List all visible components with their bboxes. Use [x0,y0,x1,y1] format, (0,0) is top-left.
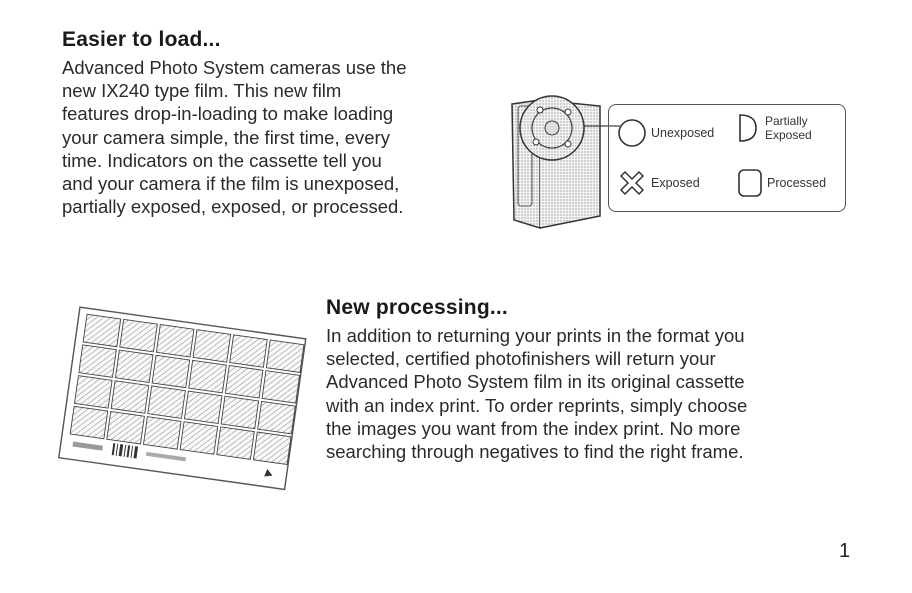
page-number: 1 [839,540,851,562]
index-thumbnail [106,410,145,445]
body-line: searching through negatives to find the … [326,441,744,463]
index-thumbnail [151,354,191,389]
index-thumbnail [188,359,227,394]
cassette-indicator-legend: Unexposed Partially Exposed Exposed Proc… [608,104,846,212]
body-line: In addition to returning your prints in … [326,325,745,346]
circle-icon [618,119,646,147]
legend-exposed: Exposed [617,168,700,198]
square-icon [738,169,762,197]
index-thumbnail [265,339,305,373]
index-print-illustration [58,306,307,491]
camera-cassette-illustration [511,95,620,230]
index-thumbnail [229,334,268,368]
half-circle-icon [739,114,757,142]
index-thumbnail [73,375,113,409]
legend-label-line: Partially [765,114,808,128]
index-thumbnail [142,416,182,450]
index-thumbnail [252,431,292,466]
legend-unexposed: Unexposed [617,118,714,148]
legend-processed: Processed [737,168,826,198]
body-line: Advanced Photo System film in its origin… [326,371,745,393]
legend-partially-exposed: Partially Exposed [737,113,812,143]
body-line: Advanced Photo System cameras use the [62,57,407,78]
index-thumbnail [147,385,186,419]
legend-label-partially-exposed: Partially Exposed [765,114,812,142]
section-body-new-processing: In addition to returning your prints in … [326,324,866,463]
section-body-easier-to-load: Advanced Photo System cameras use the ne… [62,56,492,218]
index-thumbnail [155,324,195,358]
index-thumbnail [261,370,301,404]
barcode-icon [111,443,139,459]
body-line: new IX240 type film. This new film [62,80,342,102]
index-thumbnail [183,390,223,425]
index-thumbnail [220,395,260,430]
index-thumbnail [82,313,122,348]
index-print-thumbnails [69,313,305,466]
body-line: your camera simple, the first time, ever… [62,126,390,148]
index-thumbnail [114,349,154,384]
body-line: and your camera if the film is unexposed… [62,173,400,195]
legend-label-exposed: Exposed [651,176,700,190]
section-heading-new-processing: New processing... [326,296,508,319]
index-thumbnail [224,365,264,399]
cross-icon [619,170,645,196]
body-line: the images you want from the index print… [326,417,741,439]
index-thumbnail [110,380,150,414]
body-line: features drop-in-loading to make loading [62,103,394,125]
index-thumbnail [257,400,296,435]
body-line: with an index print. To order reprints, … [326,394,748,416]
legend-label-processed: Processed [767,176,827,190]
index-thumbnail [119,318,158,353]
index-thumbnail [69,405,109,440]
body-line: partially exposed, exposed, or processed… [62,196,404,218]
body-line: time. Indicators on the cassette tell yo… [62,149,382,171]
legend-label-unexposed: Unexposed [651,126,715,140]
body-line: selected, certified photofinishers will … [326,348,716,370]
index-thumbnail [78,344,117,378]
legend-label-line: Exposed [765,128,812,142]
section-heading-easier-to-load: Easier to load... [62,28,221,51]
index-thumbnail [216,426,255,460]
index-thumbnail [179,421,219,455]
index-thumbnail [192,329,232,363]
